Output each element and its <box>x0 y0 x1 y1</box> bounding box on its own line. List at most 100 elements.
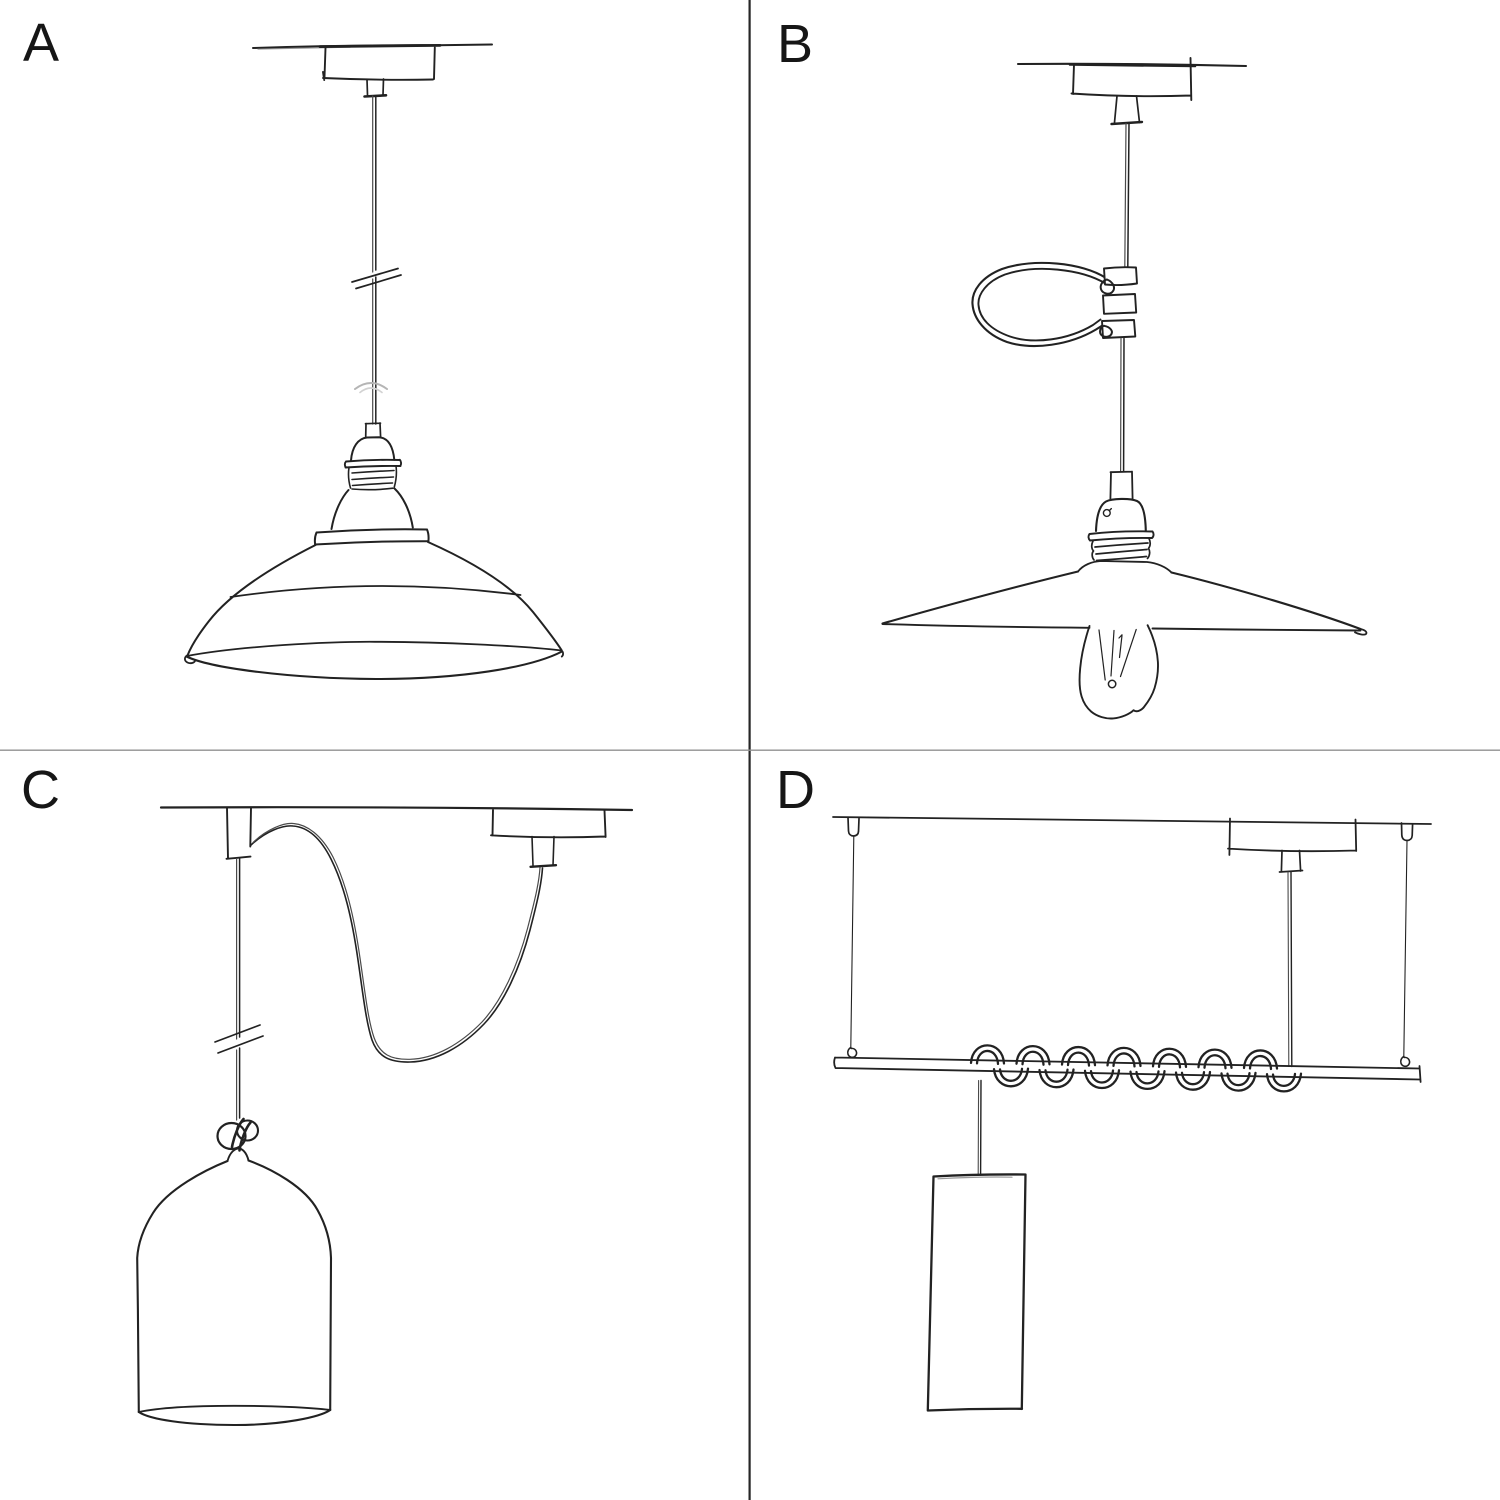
c-cable-grip <box>531 835 555 867</box>
d-cylinder-shade <box>926 1173 1027 1412</box>
d-coil <box>1038 1068 1075 1089</box>
a-holder-threads <box>347 465 398 491</box>
d-hanger-wire-right <box>1403 839 1408 1058</box>
d-coil <box>1106 1046 1142 1068</box>
b-strap-loop <box>977 267 1107 342</box>
d-cable <box>1287 871 1290 1068</box>
b-plate-shade <box>881 570 1362 631</box>
d-coil <box>1129 1070 1166 1090</box>
d-wire-hook-left <box>846 1046 858 1059</box>
c-swag-cable <box>252 822 541 1060</box>
c-bell-shade <box>226 1147 250 1162</box>
d-coil <box>1174 1070 1212 1091</box>
b-strap-loop-end <box>1099 324 1113 338</box>
d-coil <box>1180 1071 1206 1086</box>
panel-d-sketch <box>832 816 1432 1412</box>
b-strap-loop <box>971 261 1108 348</box>
d-coil <box>975 1049 1000 1066</box>
b-plate-shade <box>1354 628 1368 636</box>
a-lamp-holder <box>364 422 382 438</box>
d-coil <box>1021 1050 1045 1066</box>
c-cable-length-mark <box>214 1024 264 1054</box>
b-lamp-holder <box>1087 530 1155 542</box>
d-coil <box>1044 1068 1069 1083</box>
b-bulb <box>1078 624 1159 720</box>
d-bar <box>833 1056 1422 1083</box>
b-ceiling-rose <box>1070 57 1193 101</box>
d-coil <box>1089 1069 1115 1084</box>
c-knot <box>216 1121 247 1151</box>
a-bowl-shade <box>186 544 317 657</box>
d-coil <box>1220 1071 1257 1092</box>
d-coil <box>1197 1048 1233 1069</box>
b-bulb-filament <box>1098 628 1137 681</box>
d-coil <box>1151 1047 1188 1069</box>
b-cable-grip <box>1110 120 1144 126</box>
b-lamp-holder <box>1109 470 1134 500</box>
b-strap-clip <box>1102 293 1138 315</box>
a-cable-adjust-arrow <box>359 387 383 394</box>
d-hanger-wire-left <box>850 835 855 1049</box>
b-cable <box>1127 122 1130 268</box>
b-holder-screw <box>1102 507 1112 518</box>
d-coil <box>1066 1051 1091 1067</box>
c-bell-shade <box>136 1159 229 1414</box>
d-coil <box>1226 1071 1251 1087</box>
panel-label-a: A <box>23 13 60 73</box>
b-holder-threads <box>1090 537 1152 562</box>
d-coil <box>1083 1069 1121 1089</box>
panel-label-b: B <box>777 14 814 74</box>
c-ceiling-rose <box>490 809 607 839</box>
c-bell-shade-rim <box>137 1408 332 1427</box>
b-cable <box>1124 122 1127 268</box>
d-hanger-left <box>847 816 860 837</box>
a-lamp-holder <box>350 436 396 462</box>
a-bowl-shade <box>427 541 563 651</box>
a-cable-length-mark <box>351 267 402 290</box>
c-ceiling-line <box>159 806 634 812</box>
d-coil <box>969 1044 1006 1065</box>
d-coil <box>998 1067 1024 1082</box>
d-coil <box>1242 1049 1279 1070</box>
b-lamp-holder <box>1094 497 1147 533</box>
d-coil <box>1203 1054 1227 1070</box>
panel-label-d: D <box>776 760 815 820</box>
d-coil <box>1135 1070 1160 1085</box>
a-shade-neck <box>330 487 414 530</box>
b-plate-shade <box>881 623 1362 632</box>
d-coil <box>1015 1045 1051 1066</box>
b-plate-shade <box>1077 560 1173 574</box>
panel-a-sketch <box>184 43 564 681</box>
b-strap-clip <box>1103 266 1138 287</box>
c-cable-grip <box>529 864 558 868</box>
d-coil <box>992 1067 1030 1088</box>
d-coil <box>1157 1053 1182 1069</box>
a-bowl-shade-rim <box>186 640 563 657</box>
d-hanger-right <box>1400 822 1414 842</box>
a-bowl-shade-rim <box>185 650 564 681</box>
d-cylinder-shade <box>937 1176 1013 1180</box>
a-shade-collar <box>313 528 430 546</box>
d-wire-hook-right <box>1399 1055 1411 1068</box>
panel-c-sketch <box>136 806 634 1427</box>
b-cable-grip <box>1113 95 1141 124</box>
d-cable <box>1290 871 1293 1068</box>
a-bowl-shade-band <box>229 585 522 598</box>
a-ceiling-rose <box>318 44 442 48</box>
panel-label-c: C <box>21 760 60 820</box>
d-ceiling-line <box>832 816 1432 825</box>
b-ceiling-rose <box>1068 63 1197 68</box>
a-ceiling-rose <box>322 46 436 81</box>
d-coil <box>1265 1072 1303 1093</box>
d-coil <box>1248 1054 1273 1071</box>
a-cable-grip <box>366 78 385 96</box>
c-swag-cable <box>250 825 544 1063</box>
d-cable-grip <box>1278 849 1304 873</box>
c-bell-shade <box>247 1159 333 1412</box>
d-ceiling-rose <box>1227 817 1358 856</box>
c-ceiling-hook <box>225 807 252 860</box>
d-coil <box>1271 1072 1297 1088</box>
